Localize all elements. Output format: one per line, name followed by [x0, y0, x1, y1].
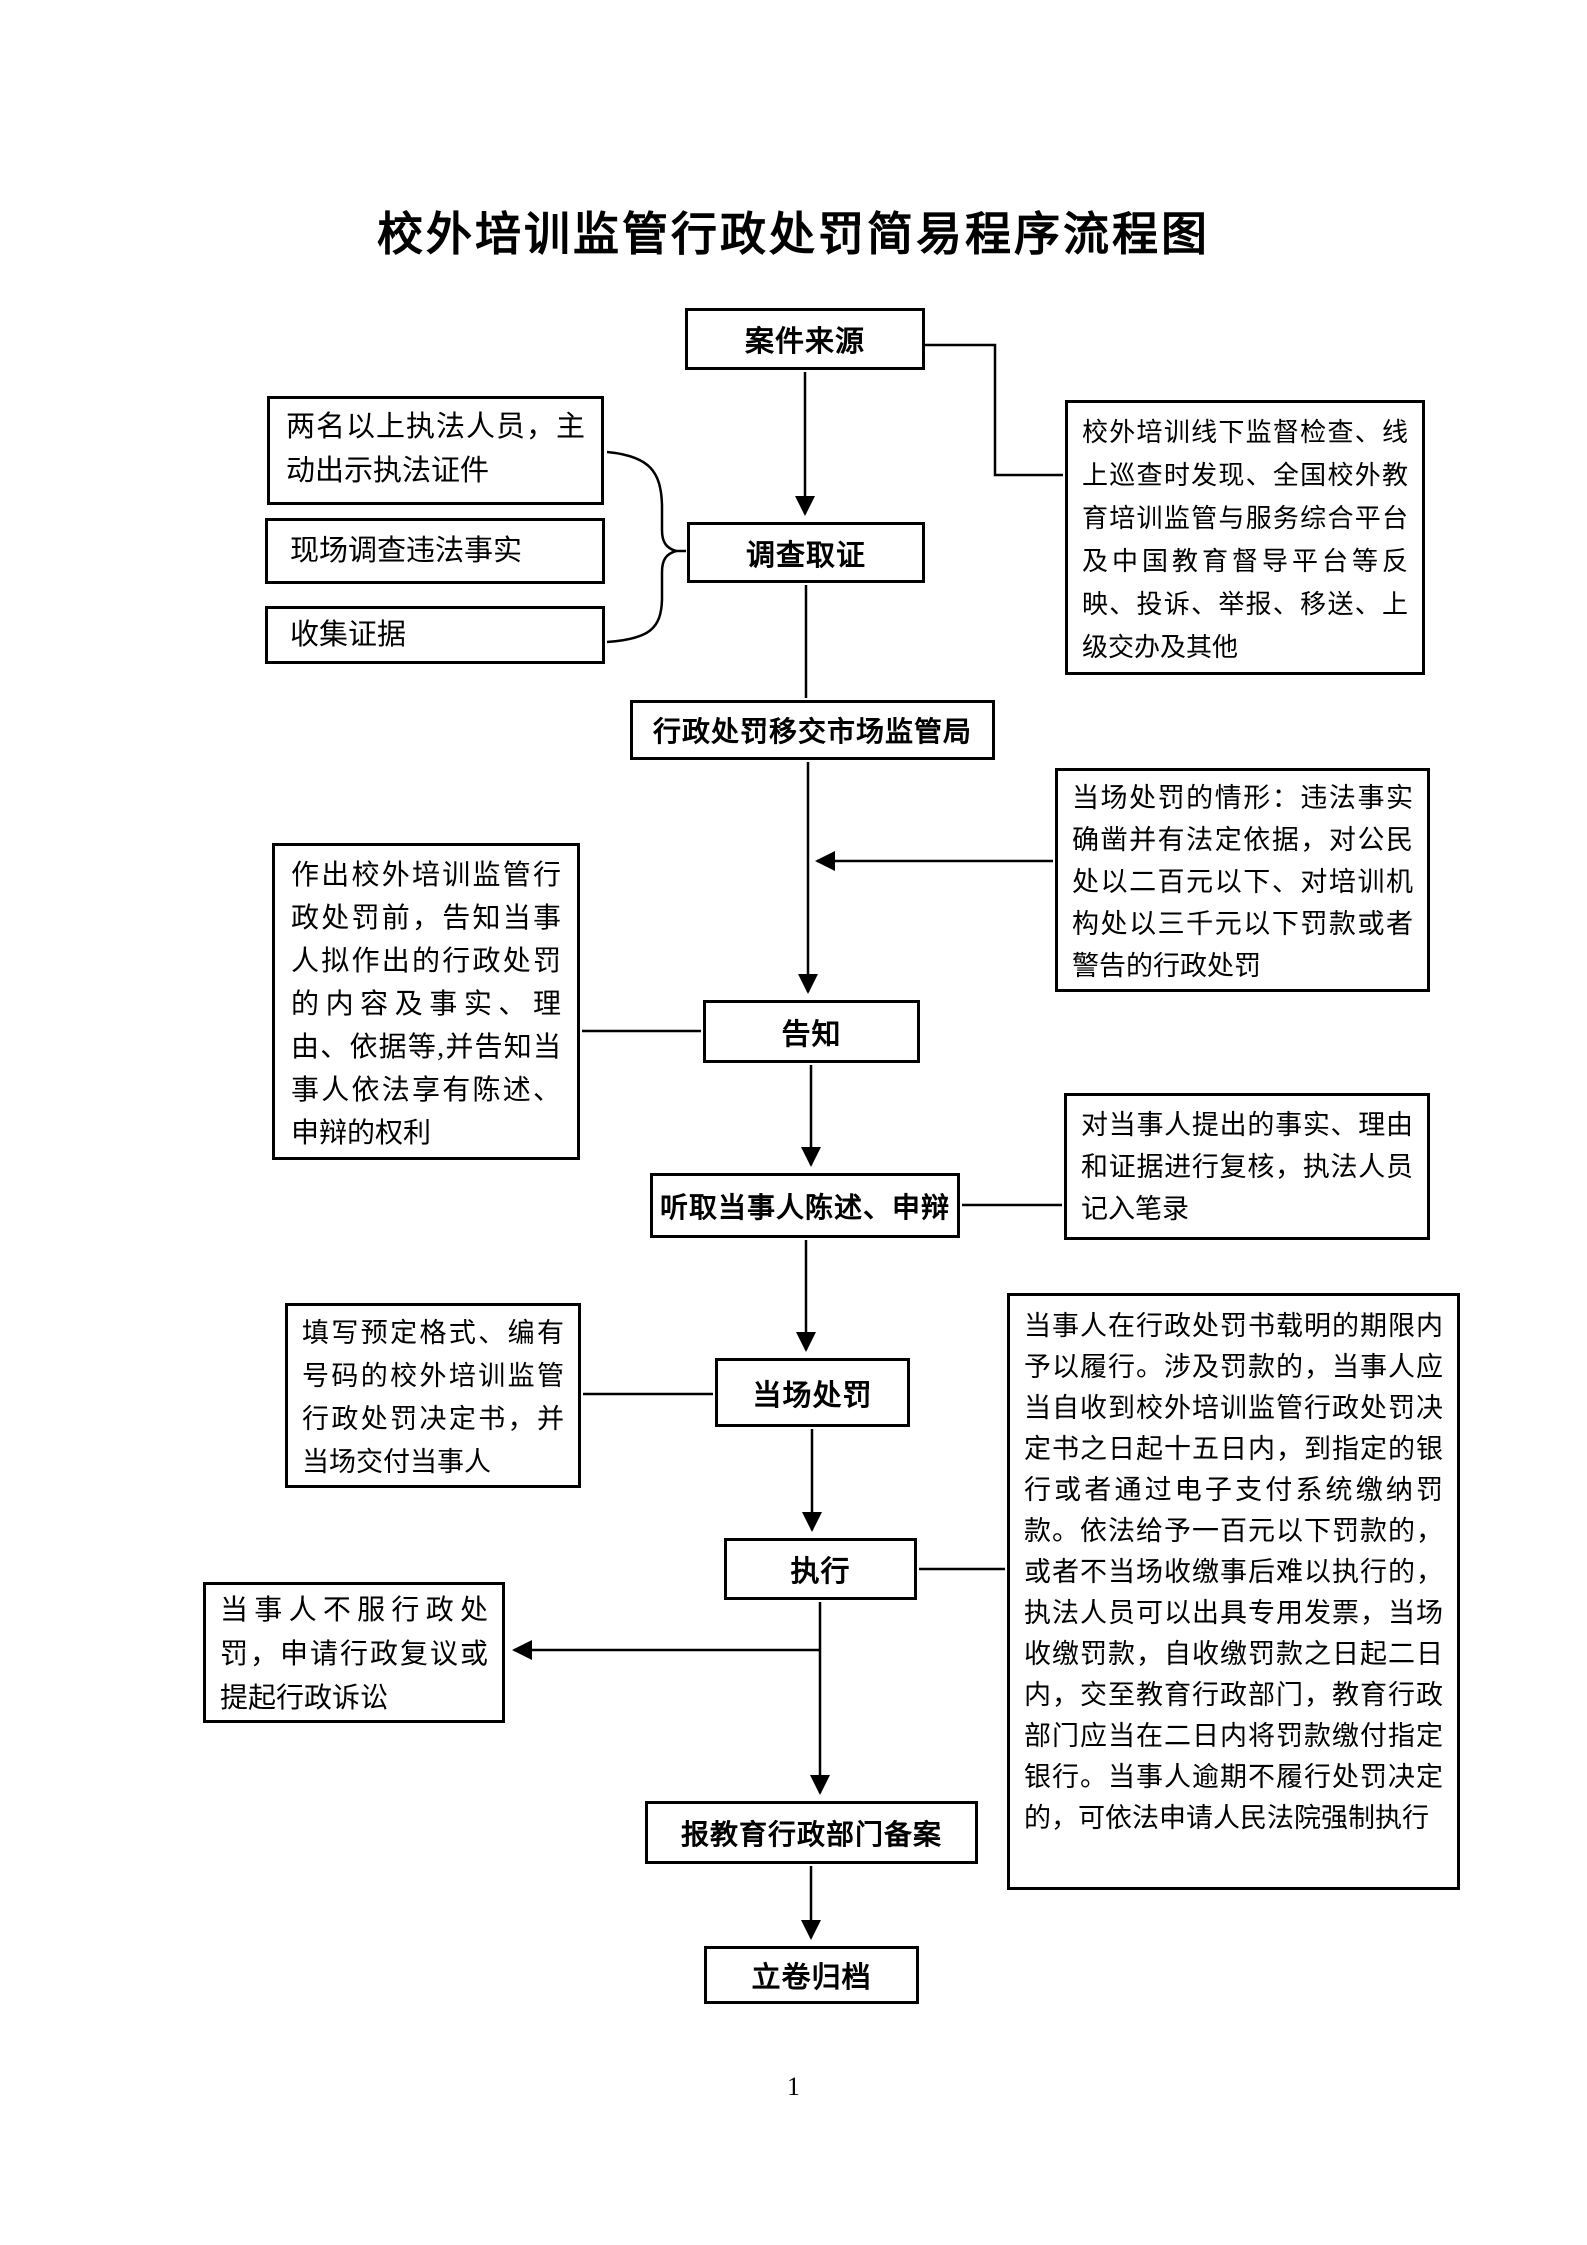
brace-left-notes — [606, 450, 681, 644]
note-inform-detail: 作出校外培训监管行政处罚前，告知当事人拟作出的行政处罚的内容及事实、理由、依据等… — [272, 843, 580, 1160]
node-on-spot-penalty: 当场处罚 — [715, 1358, 910, 1427]
note-review: 对当事人提出的事实、理由和证据进行复核，执法人员记入笔录 — [1064, 1093, 1430, 1240]
note-penalty-condition: 当场处罚的情形：违法事实确凿并有法定依据，对公民处以二百元以下、对培训机构处以三… — [1055, 768, 1430, 992]
note-objection: 当事人不服行政处罚，申请行政复议或提起行政诉讼 — [203, 1582, 505, 1723]
page-title: 校外培训监管行政处罚简易程序流程图 — [377, 208, 1210, 260]
node-transfer-market-bureau: 行政处罚移交市场监管局 — [630, 700, 995, 760]
node-execute: 执行 — [724, 1538, 917, 1600]
note-decision-doc: 填写预定格式、编有号码的校外培训监管行政处罚决定书，并当场交付当事人 — [285, 1303, 581, 1488]
note-execution-detail: 当事人在行政处罚书载明的期限内予以履行。涉及罚款的，当事人应当自收到校外培训监管… — [1007, 1293, 1460, 1890]
node-archive: 立卷归档 — [704, 1946, 919, 2004]
page-number: 1 — [787, 2072, 800, 2101]
note-collect-evidence: 收集证据 — [265, 606, 605, 664]
connector-case-source-to-detail — [925, 343, 1063, 477]
node-case-source: 案件来源 — [685, 308, 925, 370]
node-report-education-dept: 报教育行政部门备案 — [645, 1801, 978, 1864]
note-case-source-detail: 校外培训线下监督检查、线上巡查时发现、全国校外教育培训监管与服务综合平台及中国教… — [1065, 400, 1425, 675]
node-investigate: 调查取证 — [687, 522, 925, 583]
node-inform: 告知 — [703, 1000, 920, 1063]
node-listen-statement: 听取当事人陈述、申辩 — [650, 1173, 960, 1238]
note-onsite-investigation: 现场调查违法事实 — [265, 518, 605, 584]
note-enforcers: 两名以上执法人员，主动出示执法证件 — [267, 396, 604, 505]
